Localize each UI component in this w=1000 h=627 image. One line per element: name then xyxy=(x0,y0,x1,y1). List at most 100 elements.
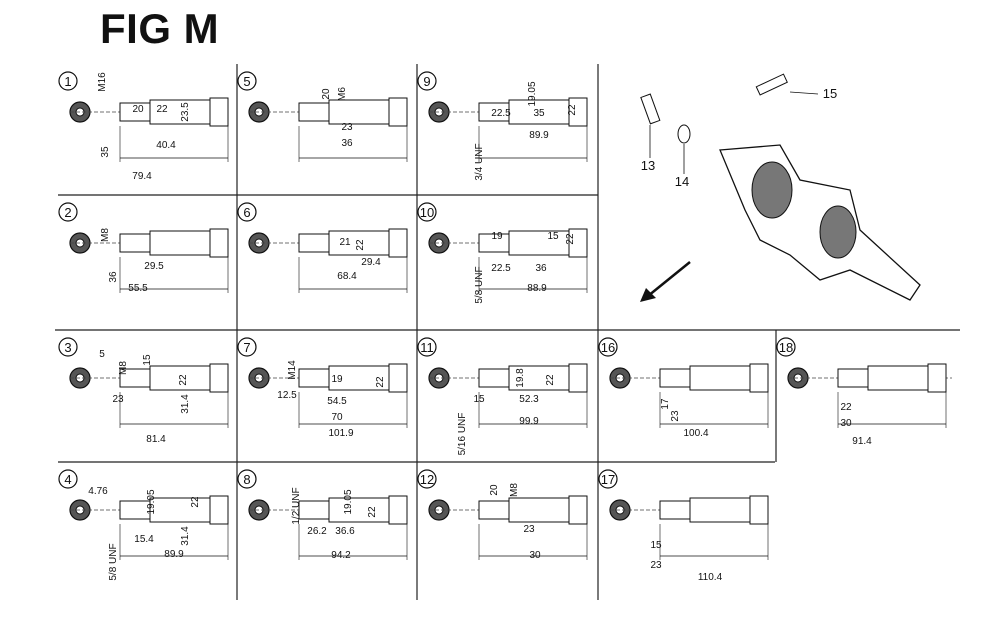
shaft-shoulder xyxy=(209,228,229,258)
shaft-shoulder xyxy=(388,228,408,258)
item-number-circle xyxy=(417,71,437,91)
dimension-label: 36 xyxy=(535,263,547,274)
arrow-head xyxy=(640,288,656,302)
dimension-label: 19 xyxy=(331,374,343,385)
item-number: 18 xyxy=(779,340,793,355)
direction-arrow xyxy=(647,261,691,297)
dimension-label: 1/2 UNF xyxy=(291,487,302,524)
crankshaft-body xyxy=(719,144,921,301)
shaft-body xyxy=(328,230,390,256)
dimension-label: 23 xyxy=(112,394,124,405)
dimension-label: 15 xyxy=(473,394,485,405)
washer-part xyxy=(677,124,691,144)
shaft-body xyxy=(689,497,751,523)
dimension-label: 15 xyxy=(547,231,559,242)
dimension-label: 22.5 xyxy=(491,263,511,274)
shaft-body xyxy=(508,230,570,256)
dimension-label: 94.2 xyxy=(331,550,351,561)
shaft-shoulder xyxy=(388,97,408,127)
dimension-label: 55.5 xyxy=(128,283,148,294)
shaft-shoulder xyxy=(568,363,588,393)
dimension-label: 36.6 xyxy=(335,526,355,537)
shaft-shoulder xyxy=(749,363,769,393)
dimension-label: 5/16 UNF xyxy=(457,413,468,456)
shaft-body xyxy=(149,365,211,391)
dimension-label: 15.4 xyxy=(134,534,154,545)
shaft-shoulder xyxy=(568,495,588,525)
dimension-label: M16 xyxy=(97,72,108,92)
dimension-label: 30 xyxy=(529,550,541,561)
shaft-body xyxy=(328,365,390,391)
shaft-tip xyxy=(298,102,330,122)
shaft-tip xyxy=(478,368,510,388)
dimension-label: 88.9 xyxy=(527,283,547,294)
panel-grid xyxy=(55,64,960,600)
leader-line xyxy=(789,91,819,95)
item-number: 7 xyxy=(243,340,250,355)
item-number-circle xyxy=(237,469,257,489)
dimension-label: 19.8 xyxy=(515,368,526,388)
item-number-circle xyxy=(237,202,257,222)
shaft-tip xyxy=(298,233,330,253)
shaft-body xyxy=(328,497,390,523)
dimension-label: 17 xyxy=(660,398,671,410)
item-number: 12 xyxy=(420,472,434,487)
shaft-body xyxy=(149,230,211,256)
dimension-label: 99.9 xyxy=(519,416,539,427)
dimension-label: 5/8 UNF xyxy=(108,543,119,580)
item-number-circle xyxy=(417,337,437,357)
dimension-label: 100.4 xyxy=(683,428,708,439)
dimension-label: 29.4 xyxy=(361,257,381,268)
dimension-label: 36 xyxy=(108,271,119,283)
dimension-label: 40.4 xyxy=(156,140,176,151)
shaft-body xyxy=(508,497,570,523)
item-number-circle xyxy=(417,202,437,222)
dimension-label: 22 xyxy=(840,402,852,413)
dimension-label: 22 xyxy=(545,374,556,386)
item-number-circle xyxy=(58,71,78,91)
dimension-label: 79.4 xyxy=(132,171,152,182)
dimension-label: 22 xyxy=(156,104,168,115)
item-number: 9 xyxy=(423,74,430,89)
dimension-label: 22 xyxy=(567,104,578,116)
dimension-label: 19.05 xyxy=(527,81,538,106)
dimension-label: 23 xyxy=(650,560,662,571)
callout-14: 14 xyxy=(675,174,689,189)
key-part xyxy=(755,73,788,96)
dimension-label: 12.5 xyxy=(277,390,297,401)
dimension-label: 22 xyxy=(190,496,201,508)
dimension-label: 22 xyxy=(375,376,386,388)
shaft-shoulder xyxy=(388,495,408,525)
shaft-shoulder xyxy=(209,97,229,127)
item-number: 5 xyxy=(243,74,250,89)
item-number: 1 xyxy=(64,74,71,89)
shaft-body xyxy=(867,365,929,391)
dimension-label: M8 xyxy=(100,228,111,242)
item-number-circle xyxy=(417,469,437,489)
dimension-label: 22 xyxy=(367,506,378,518)
item-number-circle xyxy=(237,337,257,357)
dimension-label: 5 xyxy=(99,349,105,360)
dimension-label: 91.4 xyxy=(852,436,872,447)
shaft-tip xyxy=(837,368,869,388)
shaft-body xyxy=(508,365,570,391)
item-number: 4 xyxy=(64,472,71,487)
dimension-label: 30 xyxy=(840,418,852,429)
dimension-label: 31.4 xyxy=(180,394,191,414)
item-number: 10 xyxy=(420,205,434,220)
item-number: 3 xyxy=(64,340,71,355)
dimension-label: 15 xyxy=(142,354,153,366)
shaft-body xyxy=(149,497,211,523)
shaft-tip xyxy=(298,368,330,388)
dimension-label: 19.05 xyxy=(146,489,157,514)
